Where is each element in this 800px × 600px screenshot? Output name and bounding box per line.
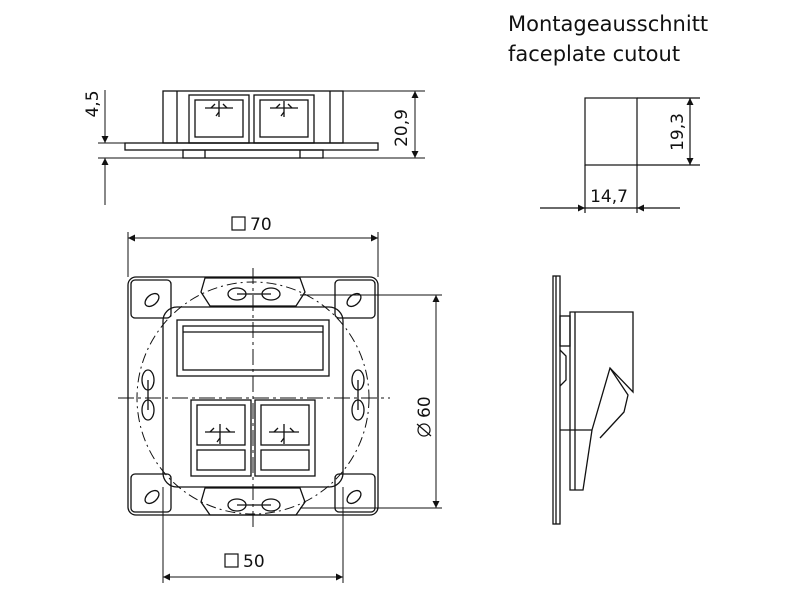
square-symbol-outer — [231, 216, 246, 231]
corner-tab-bl — [130, 473, 172, 513]
front-jack-left — [188, 94, 250, 144]
screw-lug-top — [200, 277, 306, 307]
plan-jack-left — [190, 399, 252, 477]
cutout-title-de: Montageausschnitt — [508, 12, 709, 36]
dim-front-offset: 4,5 — [83, 90, 103, 117]
diameter-symbol — [417, 423, 431, 437]
cutout-rect — [584, 97, 638, 166]
corner-tab-tr — [334, 279, 376, 319]
side-slot-left — [141, 369, 155, 421]
front-jack-right — [253, 94, 315, 144]
front-view — [124, 90, 379, 159]
dim-inner-square: 50 — [243, 552, 265, 572]
corner-tab-br — [334, 473, 376, 513]
side-body — [569, 311, 634, 491]
cutout-title-en: faceplate cutout — [508, 42, 681, 66]
dim-cutout-height: 19,3 — [668, 113, 688, 151]
dim-front-height: 20,9 — [392, 109, 412, 147]
side-view — [552, 275, 634, 525]
dim-mount-diameter: 60 — [415, 396, 435, 418]
dim-outer-square: 70 — [250, 215, 272, 235]
plan-jack-right — [254, 399, 316, 477]
front-view-body — [162, 90, 344, 144]
cutout-view — [540, 97, 700, 213]
dim-cutout-width: 14,7 — [590, 187, 628, 207]
plan-view — [118, 268, 390, 528]
corner-tab-tl — [130, 279, 172, 319]
square-symbol-inner — [224, 553, 239, 568]
front-view-dimensions — [98, 90, 425, 205]
diameter-label: 60 — [415, 396, 435, 437]
plan-view-dimensions — [127, 232, 442, 583]
side-slot-right — [351, 369, 365, 421]
